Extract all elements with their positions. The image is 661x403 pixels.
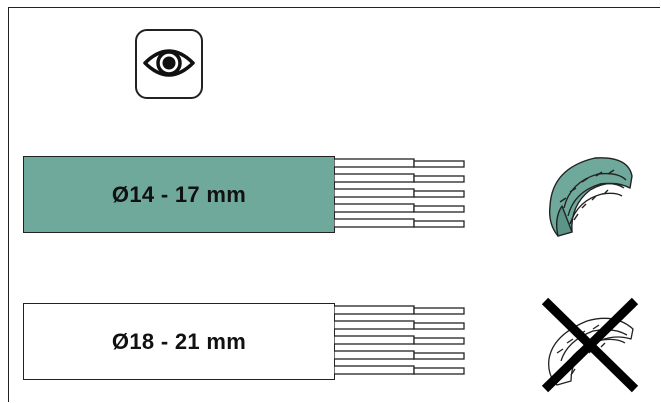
cable-jacket-14-17: Ø14 - 17 mm [23,156,335,233]
cable-diameter-label: Ø18 - 21 mm [111,328,247,354]
eye-icon [135,29,203,99]
green-cable-grommet-icon [548,157,633,237]
cable-diameter-label: Ø14 - 17 mm [111,181,247,207]
eye-glyph [143,49,195,77]
crossed-out-grommet-icon [541,297,639,393]
cable-jacket-18-21: Ø18 - 21 mm [23,303,335,380]
diagram-frame [8,7,660,402]
cable-wires-14-17 [334,158,465,228]
cable-wires-18-21 [334,305,465,375]
